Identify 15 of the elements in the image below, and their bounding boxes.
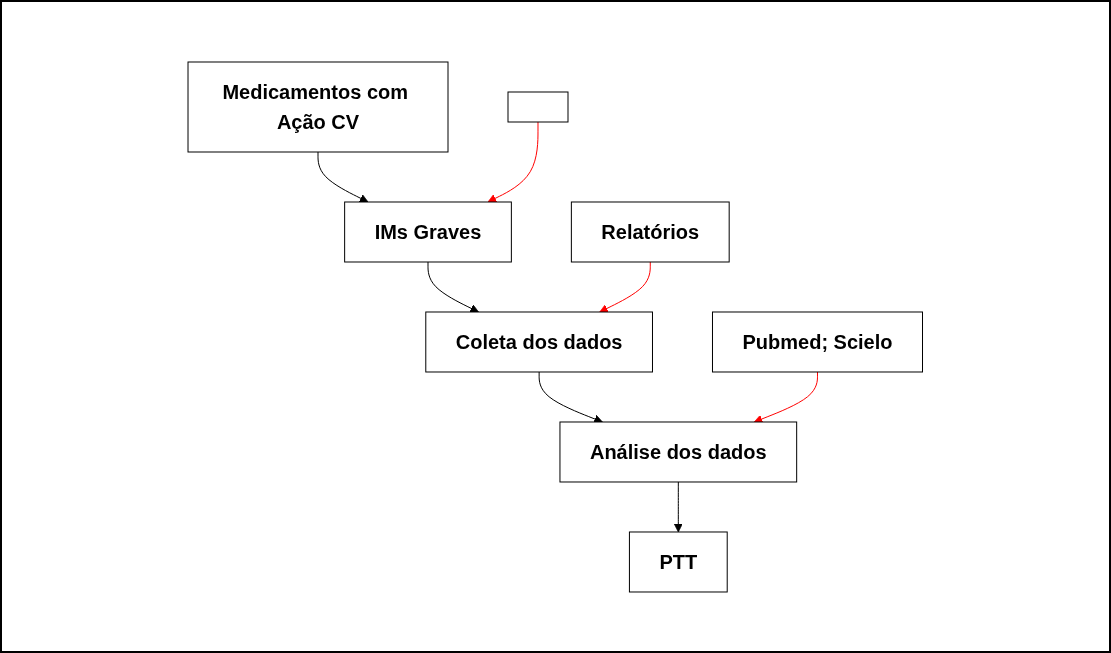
- node-box: Pubmed; Scielo: [712, 311, 924, 372]
- arrow: [538, 371, 604, 423]
- node-box: IMs Graves: [344, 201, 513, 262]
- arrow: [754, 371, 819, 423]
- arrow: [674, 481, 683, 532]
- arrow: [427, 261, 480, 312]
- node-box: Relatórios: [571, 201, 730, 262]
- node-box: Medicamentos com Ação CV: [187, 61, 449, 152]
- node-box: [507, 91, 569, 122]
- arrow: [487, 121, 539, 202]
- arrow: [599, 261, 651, 312]
- node-box: Análise dos dados: [559, 421, 798, 482]
- node-box: Coleta dos dados: [425, 311, 654, 372]
- node-box: PTT: [629, 531, 728, 592]
- arrow: [317, 151, 369, 202]
